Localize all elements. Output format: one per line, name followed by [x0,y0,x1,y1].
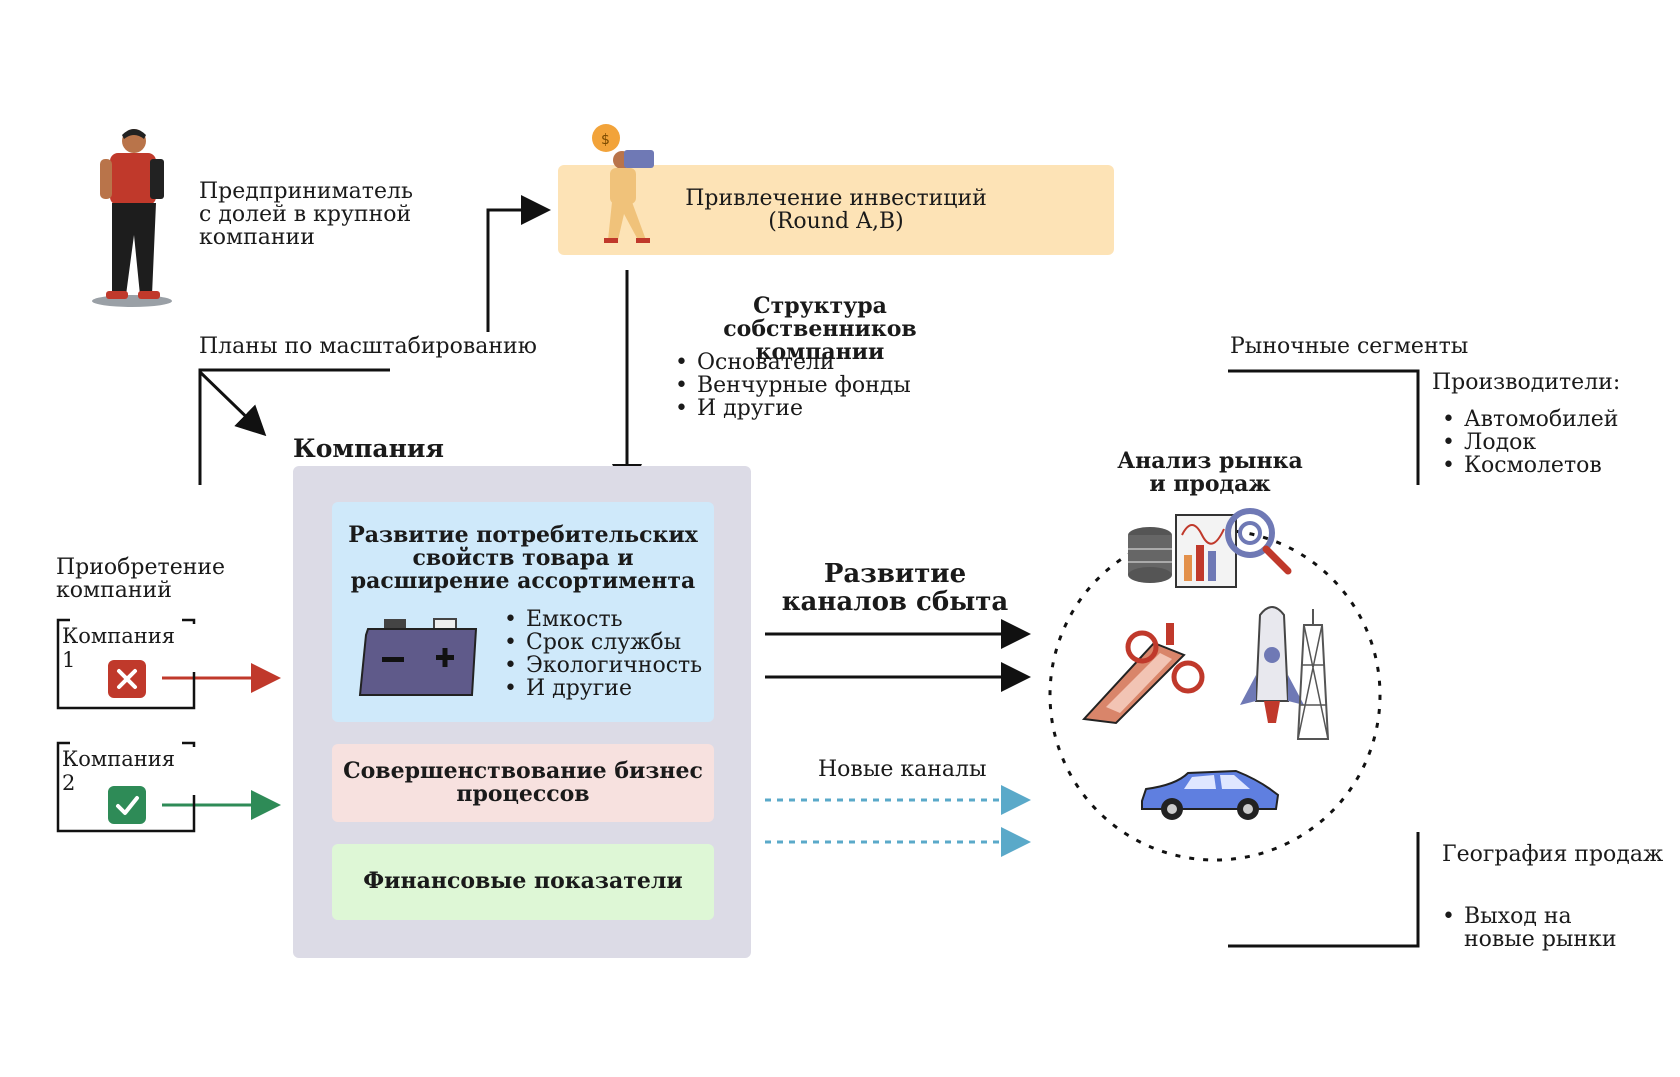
company1-frame [56,618,196,710]
investor-icon: $ [592,124,654,243]
analytics-icon [1128,508,1292,588]
finance-box: Финансовые показатели [332,844,714,920]
producers-title: Производители: [1432,370,1621,395]
entrepreneur-label: Предприниматель с долей в крупной компан… [199,179,413,250]
company2-frame [56,741,196,833]
owners-item: Основатели [673,351,911,374]
producers-item: Автомобилей [1440,408,1618,431]
market-circle [1048,528,1382,862]
entrepreneur-icon [92,129,172,307]
geography-title: География продаж [1442,842,1664,867]
investment-title: Привлечение инвестиций (Round A,B) [685,186,987,234]
geography-bracket [1228,832,1420,948]
boat-icon [1081,623,1205,725]
producers-list: Автомобилей Лодок Космолетов [1440,408,1618,477]
owners-item: И другие [673,397,911,420]
plans-bracket-line [198,368,390,485]
plans-label: Планы по масштабированию [199,334,537,359]
svg-text:$: $ [601,132,610,148]
acquisition-title: Приобретение компаний [56,555,226,603]
plans-to-investment-arrow [486,195,551,332]
car-icon [1141,769,1280,820]
product-list: Емкость Срок службы Экологичность И друг… [502,608,702,700]
market-title: Анализ рынка и продаж [1117,448,1303,497]
product-box: Развитие потребительских свойств товара … [332,502,714,722]
plans-to-company-arrow [198,370,267,437]
reject-icon [108,660,146,698]
producers-item: Лодок [1440,431,1618,454]
product-item: Экологичность [502,654,702,677]
geography-list: Выход на новые рынки [1440,905,1617,951]
channels-title: Развитие каналов сбыта [781,559,1009,617]
company2-label: Компания 2 [62,747,196,795]
new-channels-label: Новые каналы [818,757,987,782]
battery-icon [358,618,478,696]
owners-list: Основатели Венчурные фонды И другие [673,351,911,420]
investment-box: Привлечение инвестиций (Round A,B) [558,165,1114,255]
processes-title: Совершенствование бизнес процессов [343,758,703,807]
segments-title: Рыночные сегменты [1230,334,1469,359]
spaceship-icon [1240,606,1330,740]
processes-box: Совершенствование бизнес процессов [332,744,714,822]
company-title: Компания [293,434,444,463]
company1-card: Компания 1 [56,618,196,710]
owners-item: Венчурные фонды [673,374,911,397]
producers-item: Космолетов [1440,454,1618,477]
geography-item: Выход на новые рынки [1440,905,1617,951]
product-item: Емкость [502,608,702,631]
finance-title: Финансовые показатели [363,868,683,894]
accept-icon [108,786,146,824]
product-item: Срок службы [502,631,702,654]
product-item: И другие [502,677,702,700]
company2-card: Компания 2 [56,741,196,833]
product-title: Развитие потребительских свойств товара … [348,522,698,594]
segments-bracket [1228,369,1420,485]
